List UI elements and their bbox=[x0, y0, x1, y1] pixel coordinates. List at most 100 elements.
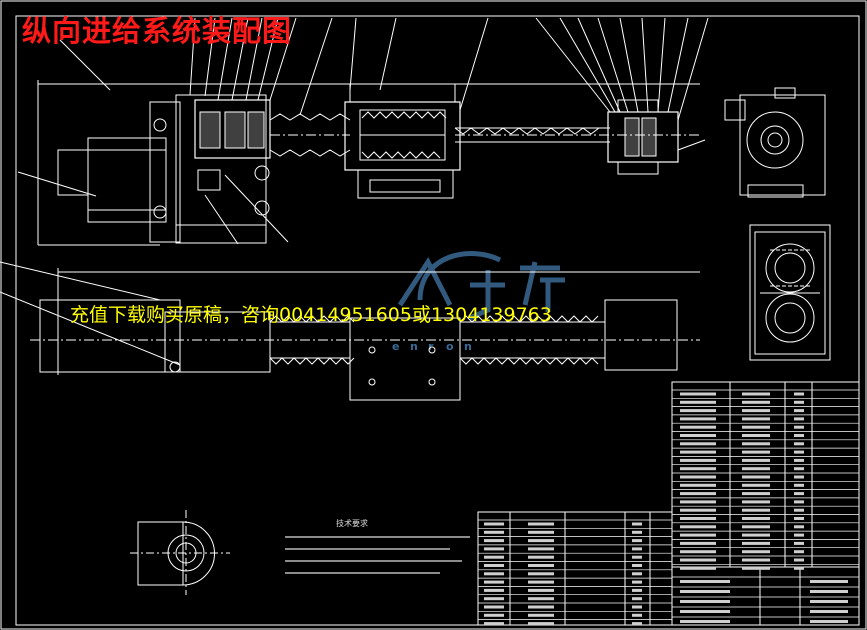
table-cell-mark bbox=[742, 409, 770, 413]
table-cell-mark bbox=[742, 500, 770, 504]
table-cell-mark bbox=[742, 475, 770, 479]
table-cell-mark bbox=[810, 590, 848, 593]
table-cell-mark bbox=[742, 434, 770, 437]
table-cell-mark bbox=[794, 483, 804, 487]
table-cell-mark bbox=[632, 588, 642, 592]
table-cell-mark bbox=[680, 550, 716, 554]
table-cell-mark bbox=[742, 541, 770, 545]
table-cell-mark bbox=[680, 483, 716, 487]
table-cell-mark bbox=[680, 566, 716, 570]
table-cell-mark bbox=[632, 597, 642, 601]
table-cell-mark bbox=[484, 530, 504, 534]
table-cell-mark bbox=[794, 392, 804, 396]
svg-text:n: n bbox=[410, 340, 418, 353]
table-cell-mark bbox=[484, 522, 504, 526]
table-cell-mark bbox=[794, 558, 804, 562]
table-cell-mark bbox=[528, 622, 554, 626]
table-cell-mark bbox=[810, 610, 848, 613]
table-cell-mark bbox=[794, 550, 804, 554]
table-cell-mark bbox=[742, 508, 770, 512]
table-cell-mark bbox=[484, 597, 504, 601]
top-view-assembly bbox=[0, 261, 700, 401]
table-cell-mark bbox=[632, 555, 642, 559]
table-cell-mark bbox=[680, 400, 716, 404]
table-cell-mark bbox=[632, 530, 642, 534]
table-cell-mark bbox=[528, 530, 554, 534]
table-cell-mark bbox=[742, 425, 770, 429]
table-cell-mark bbox=[528, 539, 554, 543]
table-cell-mark bbox=[680, 442, 716, 446]
table-cell-mark bbox=[794, 475, 804, 479]
technical-requirements-heading: 技术要求 bbox=[336, 519, 368, 528]
table-cell-mark bbox=[484, 622, 504, 626]
table-cell-mark bbox=[680, 620, 730, 623]
table-cell-mark bbox=[742, 458, 770, 462]
table-cell-mark bbox=[528, 597, 554, 601]
table-cell-mark bbox=[742, 558, 770, 562]
table-cell-mark bbox=[680, 492, 716, 496]
table-cell-mark bbox=[794, 467, 804, 471]
table-cell-mark bbox=[680, 500, 716, 504]
table-cell-mark bbox=[680, 392, 716, 396]
table-cell-mark bbox=[528, 613, 554, 617]
table-cell-mark bbox=[484, 547, 504, 551]
table-cell-mark bbox=[484, 613, 504, 617]
table-cell-mark bbox=[680, 558, 716, 562]
section-view-b bbox=[749, 224, 831, 361]
table-cell-mark bbox=[680, 508, 716, 512]
table-cell-mark bbox=[528, 555, 554, 559]
table-cell-mark bbox=[632, 572, 642, 576]
table-cell-mark bbox=[794, 409, 804, 413]
table-cell-mark bbox=[742, 566, 770, 570]
table-cell-mark bbox=[742, 550, 770, 554]
table-cell-mark bbox=[680, 425, 716, 429]
table-cell-mark bbox=[680, 467, 716, 471]
table-cell-mark bbox=[742, 533, 770, 537]
table-cell-mark bbox=[794, 492, 804, 496]
parts-list-text-marks bbox=[484, 392, 848, 626]
table-cell-mark bbox=[680, 458, 716, 462]
watermark-logo-icon bbox=[397, 251, 565, 321]
table-cell-mark bbox=[680, 409, 716, 413]
table-cell-mark bbox=[742, 517, 770, 520]
table-cell-mark bbox=[632, 613, 642, 617]
table-cell-mark bbox=[680, 525, 716, 529]
table-cell-mark bbox=[680, 533, 716, 537]
table-cell-mark bbox=[632, 605, 642, 609]
drawing-title: 纵向进给系统装配图 bbox=[22, 14, 293, 48]
svg-text:o: o bbox=[446, 340, 454, 353]
table-cell-mark bbox=[742, 392, 770, 396]
parts-list-table bbox=[477, 381, 860, 626]
table-cell-mark bbox=[810, 600, 848, 603]
table-cell-mark bbox=[794, 541, 804, 545]
table-cell-mark bbox=[680, 580, 730, 583]
table-cell-mark bbox=[680, 517, 716, 520]
svg-text:r: r bbox=[428, 340, 434, 353]
table-cell-mark bbox=[632, 539, 642, 543]
table-cell-mark bbox=[484, 555, 504, 559]
table-cell-mark bbox=[794, 400, 804, 404]
table-cell-mark bbox=[742, 483, 770, 487]
table-cell-mark bbox=[528, 580, 554, 584]
table-cell-mark bbox=[632, 580, 642, 584]
table-cell-mark bbox=[528, 564, 554, 567]
svg-text:e: e bbox=[392, 340, 399, 353]
table-cell-mark bbox=[484, 539, 504, 543]
table-cell-mark bbox=[484, 605, 504, 609]
table-cell-mark bbox=[742, 525, 770, 529]
table-cell-mark bbox=[632, 564, 642, 567]
table-cell-mark bbox=[794, 500, 804, 504]
table-cell-mark bbox=[794, 525, 804, 529]
table-cell-mark bbox=[810, 620, 848, 623]
table-cell-mark bbox=[632, 522, 642, 526]
table-cell-mark bbox=[484, 588, 504, 592]
table-cell-mark bbox=[528, 522, 554, 526]
technical-requirements-lines bbox=[285, 536, 470, 574]
table-cell-mark bbox=[794, 517, 804, 520]
table-cell-mark bbox=[680, 417, 716, 421]
table-cell-mark bbox=[680, 450, 716, 454]
table-cell-mark bbox=[484, 564, 504, 567]
table-cell-mark bbox=[484, 580, 504, 584]
